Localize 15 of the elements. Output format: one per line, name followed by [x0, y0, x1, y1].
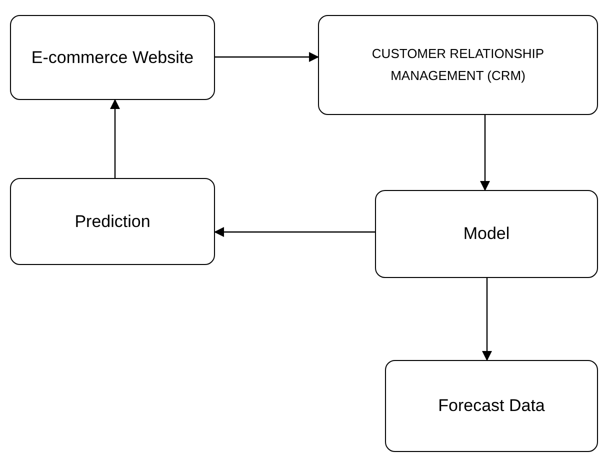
- arrow: [214, 227, 375, 237]
- box-label: Forecast Data: [438, 395, 545, 417]
- arrow: [480, 115, 490, 191]
- box-label: CUSTOMER RELATIONSHIP MANAGEMENT (CRM): [370, 45, 546, 85]
- process-box: [10, 15, 215, 100]
- box-label: Prediction: [74, 210, 150, 232]
- process-box: [375, 190, 598, 278]
- box-label: E-commerce Website: [31, 46, 194, 68]
- process-box: [385, 360, 598, 452]
- box-label: Model: [463, 223, 510, 245]
- arrow: [215, 52, 319, 62]
- process-box: [318, 15, 598, 115]
- arrow: [110, 99, 120, 178]
- arrow: [482, 278, 492, 361]
- process-box: [10, 178, 215, 265]
